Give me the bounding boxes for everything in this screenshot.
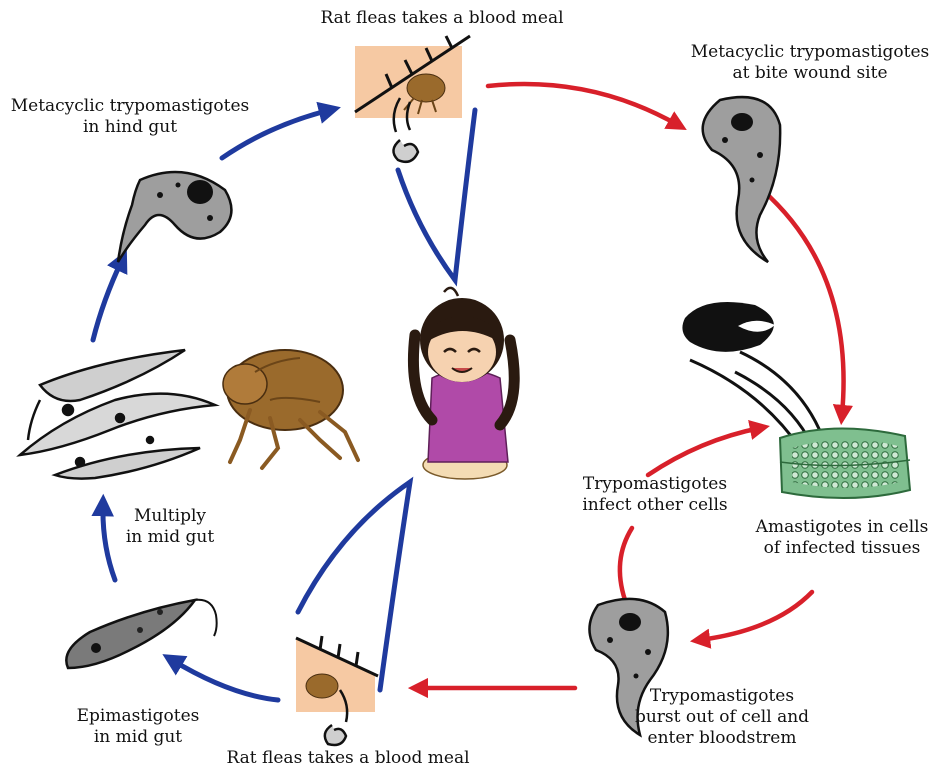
label-bottom-blood-meal-text: Rat fleas takes a blood meal [226, 748, 469, 769]
arrow-epi-to-multiply [103, 505, 115, 580]
label-bite-site-line-2: at bite wound site [691, 63, 930, 84]
amastigote-cell-icon [682, 302, 823, 448]
label-bite-site: Metacyclic trypomastigotes at bite wound… [691, 42, 930, 84]
epimastigote-cluster-icon [20, 350, 215, 479]
arrow-meal-to-epi [172, 660, 278, 700]
tissue-icon [780, 428, 910, 498]
arrow-bite-to-tissue [760, 188, 844, 415]
label-multiply: Multiply in mid gut [126, 506, 214, 548]
label-amastigotes: Amastigotes in cells of infected tissues [756, 517, 929, 559]
label-hind-gut-line-2: in hind gut [11, 117, 250, 138]
label-burst-line-1: Trypomastigotes [635, 686, 809, 707]
label-burst-line-3: enter bloodstrem [635, 728, 809, 749]
arrow-infect-to-tissue [648, 428, 760, 475]
child-host-icon [413, 288, 514, 479]
coiled-trypomastigote-icon [393, 140, 418, 162]
arrow-multiply-to-hindgut [93, 260, 122, 340]
label-epimastigotes-line-2: in mid gut [77, 727, 200, 748]
label-epimastigotes: Epimastigotes in mid gut [77, 706, 200, 748]
label-hind-gut: Metacyclic trypomastigotes in hind gut [11, 96, 250, 138]
label-burst: Trypomastigotes burst out of cell and en… [635, 686, 809, 749]
rat-flea-icon [223, 350, 358, 468]
label-bite-site-line-1: Metacyclic trypomastigotes [691, 42, 930, 63]
bottom-bite-skin-icon [296, 636, 378, 745]
label-hind-gut-line-1: Metacyclic trypomastigotes [11, 96, 250, 117]
label-burst-line-2: burst out of cell and [635, 707, 809, 728]
label-multiply-line-2: in mid gut [126, 527, 214, 548]
epimastigote-icon [66, 600, 216, 668]
coiled-trypomastigote-icon [325, 725, 346, 745]
label-epimastigotes-line-1: Epimastigotes [77, 706, 200, 727]
label-bottom-blood-meal: Rat fleas takes a blood meal [226, 748, 469, 769]
label-top-blood-meal-text: Rat fleas takes a blood meal [320, 8, 563, 29]
trypomastigote-icon [703, 97, 780, 262]
top-bite-skin-icon [355, 36, 470, 162]
label-amastigotes-line-2: of infected tissues [756, 538, 929, 559]
rat-flea-icon [306, 674, 338, 698]
label-amastigotes-line-1: Amastigotes in cells [756, 517, 929, 538]
label-infect-other-line-1: Trypomastigotes [582, 474, 727, 495]
arrow-meal-to-bite-site [488, 84, 678, 125]
blood-meal-ingest-top [398, 110, 475, 280]
label-infect-other: Trypomastigotes infect other cells [582, 474, 727, 516]
label-top-blood-meal: Rat fleas takes a blood meal [320, 8, 563, 29]
label-multiply-line-1: Multiply [126, 506, 214, 527]
trypomastigote-icon [118, 172, 231, 262]
arrow-tissue-to-burst [700, 592, 812, 640]
arrow-burst-to-infect [620, 528, 632, 600]
label-infect-other-line-2: infect other cells [582, 495, 727, 516]
